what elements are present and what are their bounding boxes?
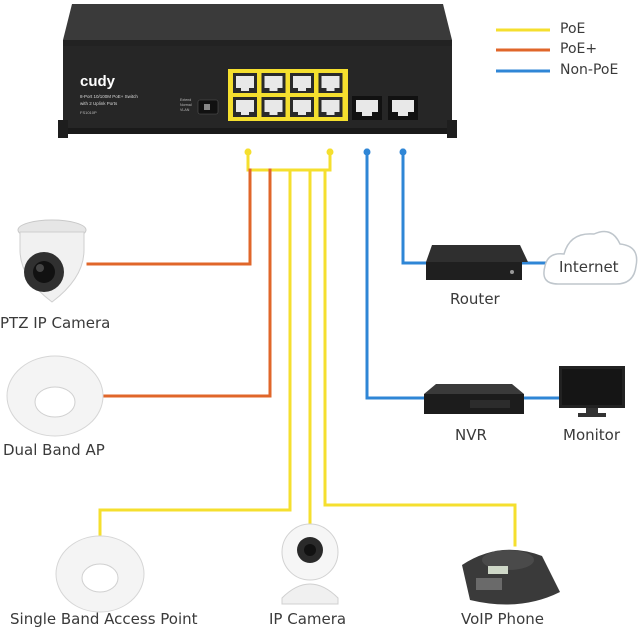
single-band-ap-icon bbox=[55, 535, 145, 613]
switch-title-2: with 2 Uplink Ports bbox=[80, 101, 118, 106]
label-voip-phone: VoIP Phone bbox=[461, 610, 544, 628]
legend-label-non-poe: Non-PoE bbox=[560, 62, 619, 78]
internet-cloud-icon bbox=[543, 230, 638, 285]
label-ip-camera: IP Camera bbox=[269, 610, 347, 628]
mode-label-vlan: VLAN bbox=[180, 108, 190, 112]
poe-bus-right bbox=[268, 148, 332, 172]
mode-label-extend: Extend bbox=[180, 98, 191, 102]
poe-plus-lines bbox=[86, 168, 272, 398]
connection-lines bbox=[86, 148, 562, 547]
poe-plus-line-ptz bbox=[86, 168, 252, 266]
poe-plus-line-ap bbox=[101, 168, 272, 398]
label-single-band-ap: Single Band Access Point bbox=[10, 610, 198, 628]
legend-label-poe: PoE bbox=[560, 21, 586, 37]
label-monitor: Monitor bbox=[563, 426, 621, 444]
poe-lines bbox=[98, 148, 517, 547]
poe-switch: cudy 8-Port 10/100M PoE+ Switch with 2 U… bbox=[58, 4, 457, 138]
voip-phone-icon bbox=[462, 549, 560, 605]
non-poe-line-nvr bbox=[365, 148, 430, 400]
non-poe-line-router bbox=[401, 148, 430, 265]
dual-band-ap-icon bbox=[6, 355, 104, 437]
poe-bus-left bbox=[246, 148, 272, 172]
legend-label-poe-plus: PoE+ bbox=[560, 41, 598, 57]
mode-label-normal: Normal bbox=[180, 103, 192, 107]
label-internet: Internet bbox=[559, 258, 619, 276]
label-dual-band-ap: Dual Band AP bbox=[3, 441, 105, 459]
monitor-icon bbox=[559, 366, 625, 417]
label-router: Router bbox=[450, 290, 500, 308]
ptz-camera-icon bbox=[17, 219, 87, 303]
ip-camera-icon bbox=[281, 523, 339, 605]
switch-brand: cudy bbox=[80, 73, 116, 90]
switch-title-1: 8-Port 10/100M PoE+ Switch bbox=[80, 94, 138, 99]
poe-ports bbox=[233, 73, 343, 117]
poe-line-voip bbox=[323, 168, 517, 547]
router-icon bbox=[426, 245, 528, 280]
poe-line-single-ap bbox=[98, 168, 292, 537]
switch-model: FS1010P bbox=[80, 110, 97, 115]
uplink-ports bbox=[352, 96, 418, 120]
label-nvr: NVR bbox=[455, 426, 487, 444]
nvr-icon bbox=[424, 384, 524, 414]
port-dots bbox=[244, 148, 407, 156]
legend bbox=[496, 28, 550, 73]
label-ptz-camera: PTZ IP Camera bbox=[0, 314, 111, 332]
